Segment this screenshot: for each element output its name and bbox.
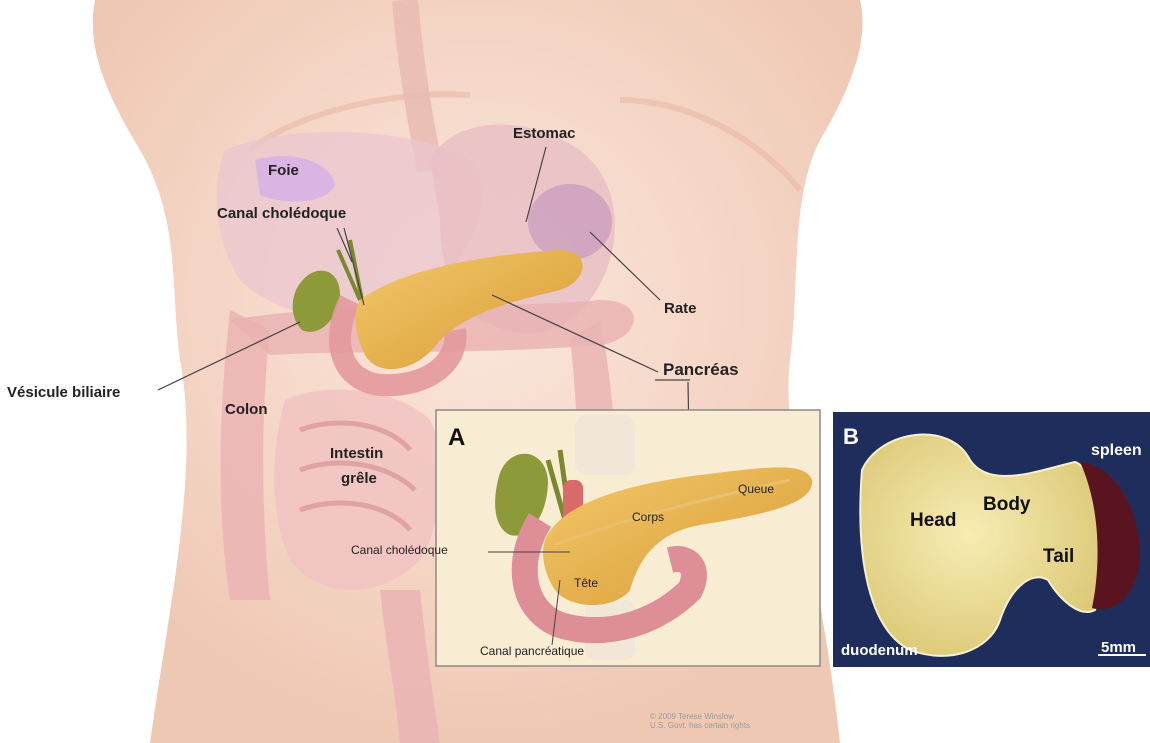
panel-a: A Queue Corps Canal cholédoque Tête Cana…: [436, 410, 820, 666]
copyright-credit: © 2009 Terese Winslow U.S. Govt. has cer…: [650, 712, 750, 730]
panel-b-label-duodenum: duodenum: [841, 642, 918, 659]
small-intestine: [274, 390, 441, 590]
panel-b-scale-label: 5mm: [1101, 639, 1136, 656]
panel-a-label-queue: Queue: [738, 482, 774, 496]
label-pancreas: Pancréas: [663, 360, 739, 380]
label-rate: Rate: [664, 300, 697, 317]
panel-a-letter: A: [448, 424, 465, 452]
panel-a-label-corps: Corps: [632, 510, 664, 524]
label-vesicule-biliaire: Vésicule biliaire: [7, 384, 120, 401]
panel-a-label-canal-choledoque: Canal cholédoque: [351, 543, 448, 557]
panel-b-label-tail: Tail: [1043, 546, 1074, 568]
panel-b-letter: B: [843, 424, 859, 450]
panel-b-label-body: Body: [983, 494, 1031, 516]
label-canal-choledoque: Canal cholédoque: [217, 205, 346, 222]
label-estomac: Estomac: [513, 125, 576, 142]
label-foie: Foie: [268, 162, 299, 179]
spleen: [528, 184, 612, 260]
panel-a-label-canal-pancreatique: Canal pancréatique: [480, 644, 584, 658]
credit-line-1: © 2009 Terese Winslow: [650, 712, 750, 721]
panel-b-label-spleen: spleen: [1091, 442, 1142, 460]
credit-line-2: U.S. Govt. has certain rights: [650, 721, 750, 730]
label-colon: Colon: [225, 401, 268, 418]
panel-a-label-tete: Tête: [574, 576, 598, 590]
panel-b: B spleen Head Body Tail duodenum 5mm: [833, 412, 1150, 667]
label-intestin: Intestin: [330, 445, 383, 462]
colon: [221, 310, 270, 600]
panel-b-label-head: Head: [910, 510, 956, 532]
label-grele: grêle: [341, 470, 377, 487]
